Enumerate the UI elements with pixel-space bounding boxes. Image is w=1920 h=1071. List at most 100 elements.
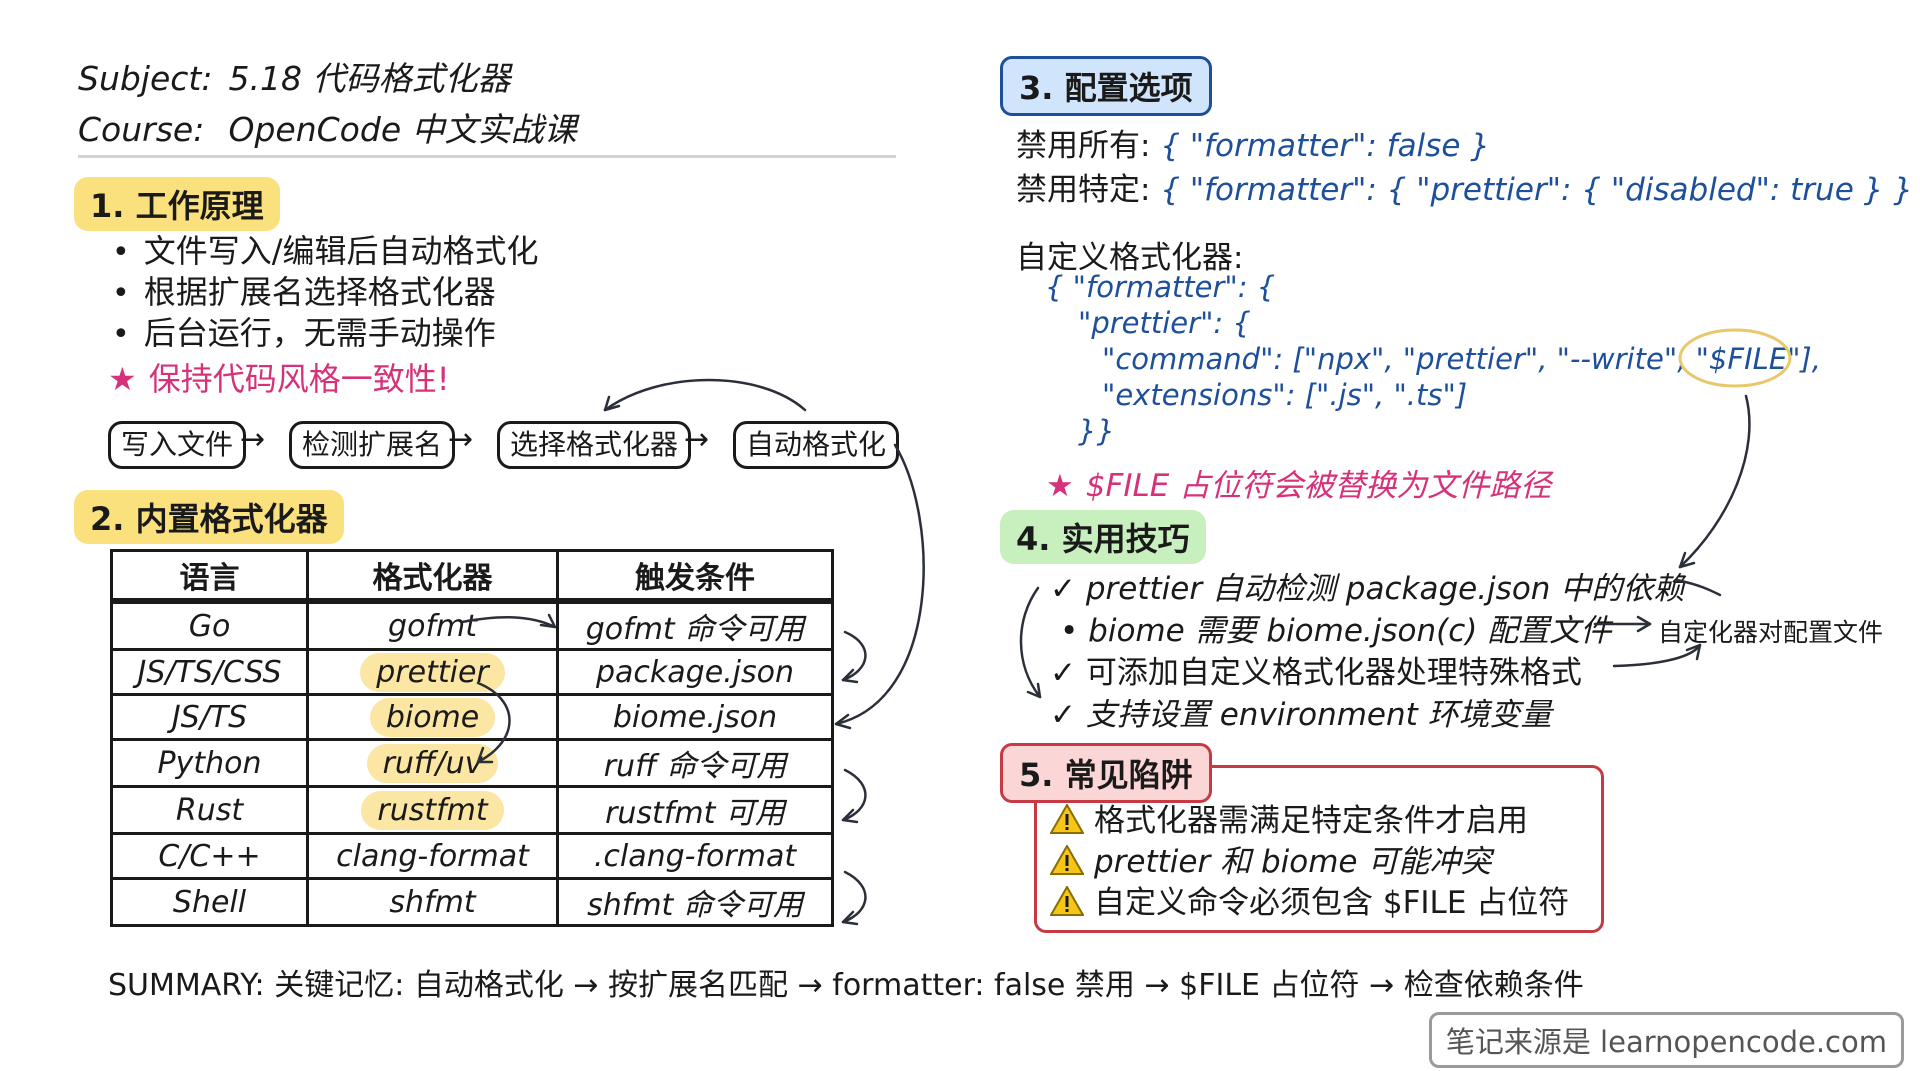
custom-formatter-label: 自定义格式化器: xyxy=(1016,240,1244,276)
code-line: { "formatter": { xyxy=(1045,270,1276,304)
warning-item: prettier 和 biome 可能冲突 xyxy=(1050,836,1491,881)
check-icon: ✓ xyxy=(1050,697,1076,733)
section1-bullets: 文件写入/编辑后自动格式化 根据扩展名选择格式化器 后台运行，无需手动操作 xyxy=(112,231,539,354)
flow-step-write: 写入文件 xyxy=(108,421,247,469)
section2-title: 2. 内置格式化器 xyxy=(74,490,344,544)
column-header: 语言 xyxy=(109,549,310,604)
tip-item: ✓ 可添加自定义格式化器处理特殊格式 xyxy=(1050,647,1582,692)
flow-step-select: 选择格式化器 xyxy=(497,421,692,469)
table-cell: Shell xyxy=(109,877,310,927)
side-note: 自定化器对配置文件 xyxy=(1658,618,1884,647)
check-icon: ✓ xyxy=(1050,571,1076,607)
course-label: Course: xyxy=(78,110,205,149)
flow-step-format: 自动格式化 xyxy=(733,421,900,469)
section4-title: 4. 实用技巧 xyxy=(1000,510,1206,564)
code-line: "prettier": { xyxy=(1078,306,1251,340)
tip-text: biome 需要 biome.json(c) 配置文件 xyxy=(1088,613,1612,649)
summary-line: SUMMARY: 关键记忆: 自动格式化 → 按扩展名匹配 → formatte… xyxy=(108,968,1584,1003)
subject-value: 5.18 代码格式化器 xyxy=(228,59,511,98)
code-line: }} xyxy=(1078,414,1115,448)
flow-step-detect: 检测扩展名 xyxy=(289,421,456,469)
table-cell: C/C++ xyxy=(109,832,310,880)
table-cell: prettier xyxy=(306,648,559,696)
section1-highlight: ★ 保持代码风格一致性! xyxy=(108,354,450,400)
warning-text: prettier 和 biome 可能冲突 xyxy=(1094,844,1492,880)
list-item: 根据扩展名选择格式化器 xyxy=(112,272,539,313)
file-placeholder-note: ★ $FILE 占位符会被替换为文件路径 xyxy=(1046,460,1551,505)
table-cell: ruff/uv xyxy=(306,738,559,788)
section1-title: 1. 工作原理 xyxy=(74,177,280,231)
table-cell: gofmt 命令可用 xyxy=(556,599,834,651)
list-item: 后台运行，无需手动操作 xyxy=(112,313,539,354)
table-row: JS/TS biome biome.json xyxy=(109,693,834,741)
warning-icon xyxy=(1050,804,1084,834)
table-row: Python ruff/uv ruff 命令可用 xyxy=(109,738,834,788)
table-cell: gofmt xyxy=(306,599,559,651)
bullet-icon: • xyxy=(1060,613,1079,649)
table-header-row: 语言 格式化器 触发条件 xyxy=(109,549,834,604)
table-cell: ruff 命令可用 xyxy=(556,738,834,788)
table-cell: JS/TS xyxy=(109,693,310,741)
table-cell: biome xyxy=(306,693,559,741)
tip-text: prettier 自动检测 package.json 中的依赖 xyxy=(1085,571,1685,607)
disable-one-code: { "formatter": { "prettier": { "disabled… xyxy=(1160,172,1920,208)
table-cell: package.json xyxy=(556,648,834,696)
course-line: Course: OpenCode 中文实战课 xyxy=(78,103,577,151)
table-row: JS/TS/CSS prettier package.json xyxy=(109,648,834,696)
loop-back-arrow xyxy=(603,378,807,412)
table-cell: Rust xyxy=(109,785,310,835)
column-header: 格式化器 xyxy=(306,549,559,604)
table-row: Go gofmt gofmt 命令可用 xyxy=(109,599,834,651)
section1-highlight-text: 保持代码风格一致性! xyxy=(148,360,450,398)
pitfalls-box xyxy=(1034,765,1604,933)
subject-line: Subject: 5.18 代码格式化器 xyxy=(78,52,510,100)
table-cell-highlight: biome xyxy=(369,697,496,737)
code-line: "command": ["npx", "prettier", "--write"… xyxy=(1102,342,1821,376)
table-row: Shell shfmt shfmt 命令可用 xyxy=(109,877,834,927)
file-placeholder-note-text: $FILE 占位符会被替换为文件路径 xyxy=(1085,468,1552,504)
table-cell: shfmt xyxy=(306,877,559,927)
table-cell-highlight: ruff/uv xyxy=(366,743,499,783)
table-cell: JS/TS/CSS xyxy=(109,648,310,696)
tip-text: 可添加自定义格式化器处理特殊格式 xyxy=(1085,655,1582,691)
table-cell: Python xyxy=(109,738,310,788)
star-icon: ★ xyxy=(1046,468,1074,504)
tip-item: ✓ prettier 自动检测 package.json 中的依赖 xyxy=(1050,563,1684,608)
table-cell-highlight: rustfmt xyxy=(361,790,504,830)
section3-title: 3. 配置选项 xyxy=(1000,56,1212,116)
disable-all-line: 禁用所有: { "formatter": false } xyxy=(1016,120,1490,165)
source-credit: 笔记来源是 learnopencode.com xyxy=(1428,1012,1904,1068)
disable-one-label: 禁用特定: xyxy=(1016,172,1151,208)
disable-one-line: 禁用特定: { "formatter": { "prettier": { "di… xyxy=(1016,164,1920,209)
header-divider xyxy=(78,155,896,158)
arrow-right-icon: → xyxy=(448,422,474,457)
warning-text: 自定义命令必须包含 $FILE 占位符 xyxy=(1094,885,1570,921)
table-cell: rustfmt xyxy=(306,785,559,835)
disable-all-code: { "formatter": false } xyxy=(1160,128,1490,164)
flow-to-table-arrow xyxy=(834,443,925,726)
formatter-table: 语言 格式化器 触发条件 Go gofmt gofmt 命令可用 JS/TS/C… xyxy=(109,549,834,927)
table-row: Rust rustfmt rustfmt 可用 xyxy=(109,785,834,835)
tip-item: • biome 需要 biome.json(c) 配置文件 xyxy=(1060,605,1611,650)
table-cell: biome.json xyxy=(556,693,834,741)
table-cell: rustfmt 可用 xyxy=(556,785,834,835)
code-line: "extensions": [".js", ".ts"] xyxy=(1102,378,1468,412)
list-item: 文件写入/编辑后自动格式化 xyxy=(112,231,539,272)
tip-item: ✓ 支持设置 environment 环境变量 xyxy=(1050,689,1552,734)
warning-icon xyxy=(1050,886,1084,916)
table-cell: .clang-format xyxy=(556,832,834,880)
subject-label: Subject: xyxy=(78,59,213,98)
table-cell: clang-format xyxy=(306,832,559,880)
star-icon: ★ xyxy=(108,360,137,398)
check-icon: ✓ xyxy=(1050,655,1076,691)
warning-item: 自定义命令必须包含 $FILE 占位符 xyxy=(1050,877,1569,922)
section5-title: 5. 常见陷阱 xyxy=(1000,743,1212,803)
table-cell-highlight: prettier xyxy=(360,652,505,692)
arrow-right-icon: → xyxy=(240,422,266,457)
disable-all-label: 禁用所有: xyxy=(1016,128,1151,164)
warning-icon xyxy=(1050,845,1084,875)
course-value: OpenCode 中文实战课 xyxy=(228,110,577,149)
table-cell: shfmt 命令可用 xyxy=(556,877,834,927)
column-header: 触发条件 xyxy=(556,549,834,604)
warning-item: 格式化器需满足特定条件才启用 xyxy=(1050,795,1528,840)
